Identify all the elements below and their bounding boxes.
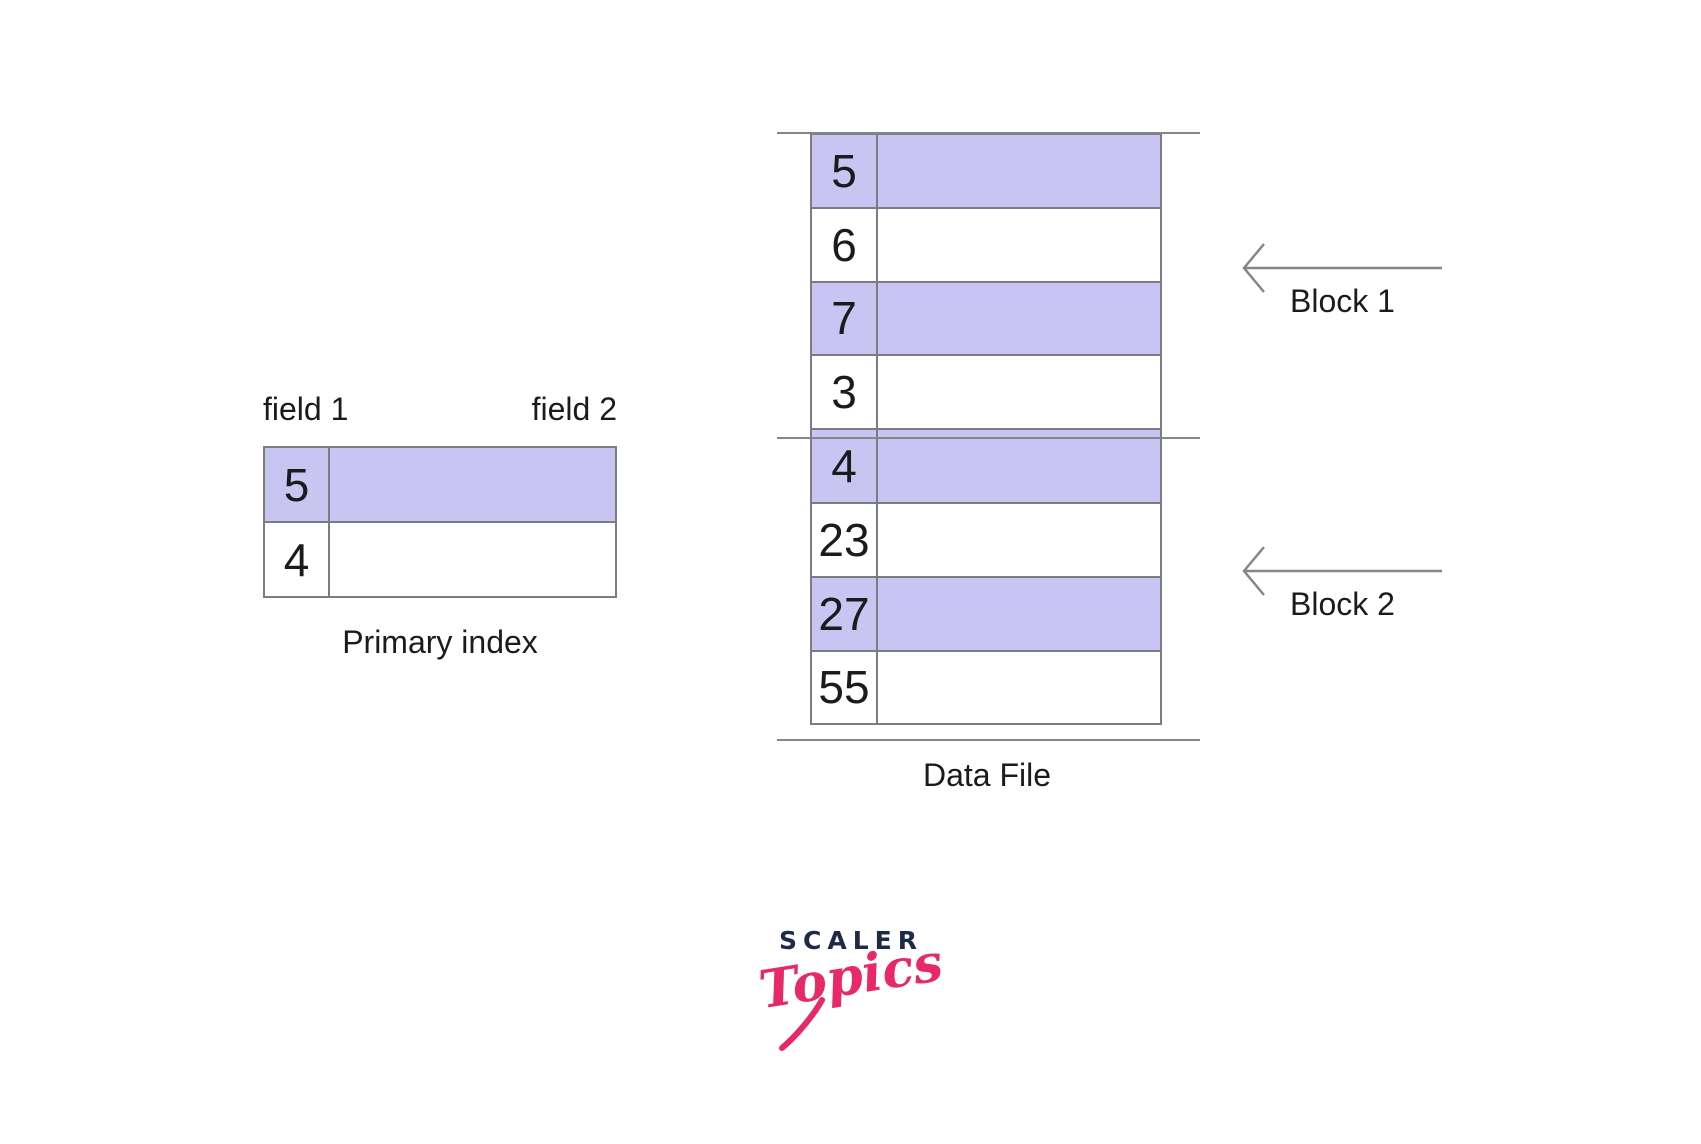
index-pointer-cell xyxy=(328,521,617,598)
block-boundary-line xyxy=(777,739,1200,741)
field-labels-row: field 1 field 2 xyxy=(263,391,617,428)
left-arrow-icon xyxy=(1242,243,1442,293)
index-key-cell: 5 xyxy=(263,446,330,523)
block2-label: Block 2 xyxy=(1290,586,1395,622)
data-file-row: 3 xyxy=(810,354,1162,431)
primary-index-row: 4 xyxy=(263,521,617,598)
data-file-row: 23 xyxy=(810,501,1162,578)
primary-index-table: 5 4 xyxy=(263,446,617,598)
index-pointer-cell xyxy=(328,446,617,523)
data-file-caption: Data File xyxy=(922,757,1052,793)
data-file-row: 7 xyxy=(810,280,1162,357)
data-file-row: 55 xyxy=(810,649,1162,726)
field1-label: field 1 xyxy=(263,391,349,427)
data-file-row: 27 xyxy=(810,575,1162,652)
record-data-cell xyxy=(876,649,1162,726)
block-boundary-line xyxy=(777,437,1200,439)
data-file-row: 4 xyxy=(810,428,1162,504)
record-data-cell xyxy=(876,501,1162,578)
record-key-cell: 7 xyxy=(810,280,878,357)
record-key-cell: 6 xyxy=(810,206,878,283)
record-key-cell: 55 xyxy=(810,649,878,726)
data-file-table: 5 6 7 3 4 23 27 55 xyxy=(810,133,1162,726)
record-key-cell: 3 xyxy=(810,354,878,431)
primary-index-caption: Primary index xyxy=(342,624,538,660)
data-file-row: 6 xyxy=(810,206,1162,283)
record-data-cell xyxy=(876,354,1162,431)
block1-label: Block 1 xyxy=(1290,283,1395,319)
logo-swash-icon xyxy=(779,997,825,1051)
record-key-cell: 27 xyxy=(810,575,878,652)
field2-label: field 2 xyxy=(531,391,617,427)
record-data-cell xyxy=(876,206,1162,283)
record-data-cell xyxy=(876,280,1162,357)
left-arrow-icon xyxy=(1242,546,1442,596)
data-file-row: 5 xyxy=(810,133,1162,209)
record-data-cell xyxy=(876,133,1162,209)
index-key-cell: 4 xyxy=(263,521,330,598)
record-data-cell xyxy=(876,428,1162,504)
scaler-topics-logo: SCALER Topics xyxy=(734,926,968,1051)
block-boundary-line xyxy=(777,132,1200,134)
record-key-cell: 4 xyxy=(810,428,878,504)
logo-wordmark: SCALER xyxy=(779,926,923,955)
record-key-cell: 23 xyxy=(810,501,878,578)
record-data-cell xyxy=(876,575,1162,652)
primary-index-row: 5 xyxy=(263,446,617,523)
record-key-cell: 5 xyxy=(810,133,878,209)
